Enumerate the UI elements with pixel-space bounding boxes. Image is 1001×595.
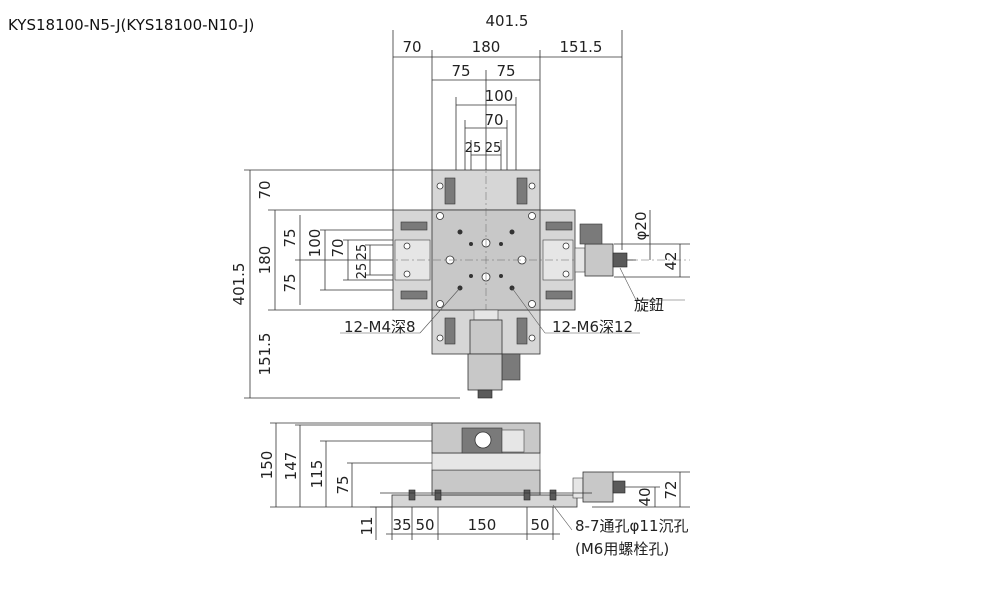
- dim-bottom-50-a: 50: [415, 516, 434, 534]
- dim-side-75: 75: [334, 475, 352, 494]
- dim-top-25-a: 25: [465, 141, 482, 156]
- dim-right-42: 42: [662, 251, 680, 270]
- dim-side-115: 115: [308, 460, 326, 489]
- top-view: 401.5 70 180 151.5 75 75 100 70 25 25 40…: [230, 12, 690, 400]
- bottom-knob-icon: [477, 389, 493, 399]
- dim-left-70b: 70: [329, 238, 347, 257]
- dim-right-phi20: φ20: [632, 212, 650, 241]
- dim-top-151-5: 151.5: [560, 38, 603, 56]
- dim-bottom-150: 150: [468, 516, 497, 534]
- dim-left-75-b: 75: [281, 273, 299, 292]
- dim-left-75-a: 75: [281, 228, 299, 247]
- dim-left-151-5: 151.5: [256, 333, 274, 376]
- right-knob-body: [584, 243, 614, 277]
- callout-knob: 旋鈕: [634, 296, 664, 314]
- dim-side-11: 11: [358, 516, 376, 535]
- dim-left-25-b: 25: [355, 263, 370, 280]
- dim-bottom-50-b: 50: [530, 516, 549, 534]
- dim-side-40: 40: [636, 487, 654, 506]
- dim-top-25-b: 25: [485, 141, 502, 156]
- side-knob-body: [582, 471, 614, 503]
- dim-top-70: 70: [402, 38, 421, 56]
- callout-holes: 8-7通孔φ11沉孔: [575, 517, 688, 535]
- dim-side-72: 72: [662, 480, 680, 499]
- callout-m4: 12-M4深8: [344, 318, 416, 336]
- model-title: KYS18100-N5-J(KYS18100-N10-J): [8, 16, 254, 34]
- callout-m6: 12-M6深12: [552, 318, 633, 336]
- dim-bottom-35: 35: [392, 516, 411, 534]
- dim-left-70: 70: [256, 180, 274, 199]
- dim-top-overall: 401.5: [486, 12, 529, 30]
- bottom-knob-body: [467, 353, 503, 391]
- right-knob-icon: [612, 252, 628, 268]
- base-plate: [391, 494, 578, 508]
- side-knob-icon: [612, 480, 626, 494]
- dim-left-100: 100: [306, 229, 324, 258]
- dim-left-25-a: 25: [355, 244, 370, 261]
- dim-top-70b: 70: [484, 111, 503, 129]
- dim-left-180: 180: [256, 246, 274, 275]
- dim-top-100: 100: [485, 87, 514, 105]
- dim-side-150: 150: [258, 451, 276, 480]
- dim-left-overall: 401.5: [230, 263, 248, 306]
- dim-side-147: 147: [282, 452, 300, 481]
- callout-bolts: (M6用螺栓孔): [575, 540, 669, 558]
- dim-top-75-a: 75: [451, 62, 470, 80]
- dim-top-180: 180: [472, 38, 501, 56]
- side-view: 150 147 115 75 11 35 50 150 50 40 72 8-7…: [258, 422, 690, 558]
- dim-top-75-b: 75: [496, 62, 515, 80]
